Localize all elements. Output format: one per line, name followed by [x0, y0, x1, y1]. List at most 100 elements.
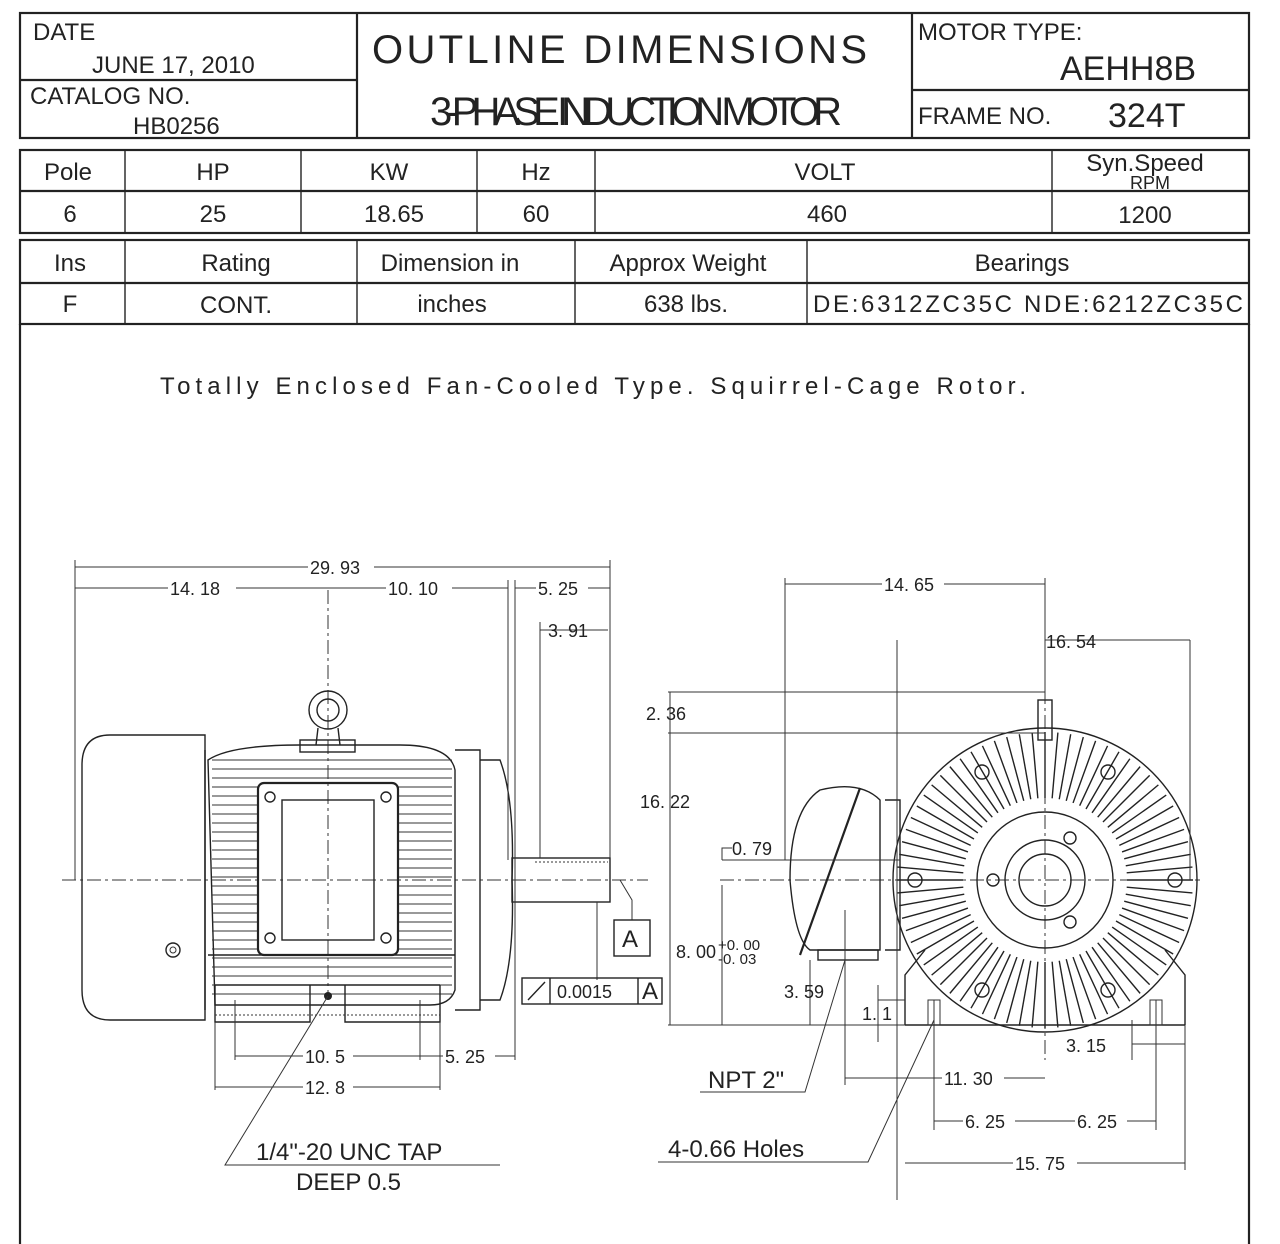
cooling-fin — [905, 907, 969, 932]
frame-label: FRAME NO. — [918, 103, 1051, 130]
cooling-fin — [1115, 920, 1174, 955]
catalog-label: CATALOG NO. — [30, 83, 190, 110]
tolerance-plus: +0. 00 — [718, 937, 760, 954]
cooling-fin — [981, 954, 1011, 1015]
value-dimension: inches — [417, 291, 486, 318]
dim-3-15: 3. 15 — [1066, 1036, 1106, 1056]
cooling-fin — [1058, 960, 1072, 1026]
cooling-fin — [1125, 893, 1191, 907]
cooling-fin — [1119, 816, 1180, 846]
cooling-fin — [939, 774, 988, 823]
cooling-fin — [1079, 954, 1109, 1015]
cooling-fin — [970, 751, 1005, 810]
runout-tolerance: 0.0015 — [557, 982, 612, 1002]
cooling-fin — [1097, 766, 1141, 818]
cooling-fin — [923, 926, 979, 966]
cooling-fin — [1091, 758, 1131, 814]
cooling-fin — [1125, 853, 1191, 867]
cooling-fin — [897, 886, 964, 894]
cooling-fin — [1107, 784, 1159, 828]
cooling-fin — [899, 893, 965, 907]
cooling-fin — [1085, 950, 1120, 1009]
dim-8-00: 8. 00 — [676, 942, 716, 962]
cooling-fin — [1126, 886, 1193, 894]
header-syn-speed: Syn.Speed — [1086, 150, 1203, 177]
header-bearings: Bearings — [975, 250, 1070, 277]
cooling-fin — [931, 932, 983, 976]
drawing-title: OUTLINE DIMENSIONS — [372, 28, 867, 72]
cooling-fin — [916, 805, 975, 840]
tolerance-minus: -0. 03 — [718, 951, 756, 968]
cooling-fin — [1018, 960, 1032, 1026]
header-hz: Hz — [521, 159, 550, 186]
cooling-fin — [905, 828, 969, 853]
runout-icon — [527, 981, 546, 1001]
value-rpm: 1200 — [1118, 202, 1171, 229]
motor-type-label: MOTOR TYPE: — [918, 19, 1082, 46]
cooling-fin — [1111, 794, 1167, 834]
cooling-fin — [939, 937, 988, 986]
header-ins: Ins — [54, 250, 86, 277]
cooling-fin — [1065, 736, 1084, 801]
cooling-fin — [1018, 734, 1032, 800]
cooling-fin — [923, 794, 979, 834]
cooling-fin — [949, 766, 993, 818]
cooling-fin — [1124, 841, 1189, 860]
npt-note: NPT 2" — [708, 1067, 784, 1094]
specs-table-2: Ins Rating Dimension in Approx Weight Be… — [18, 238, 1251, 326]
cooling-fin — [970, 950, 1005, 1009]
cooling-fin — [949, 942, 993, 994]
cooling-fin — [993, 740, 1018, 804]
cooling-fin — [993, 956, 1018, 1020]
dim-2-36: 2. 36 — [646, 704, 686, 724]
dim-5-25-foot: 5. 25 — [445, 1047, 485, 1067]
date-label: DATE — [33, 19, 95, 46]
specs-table-1: Pole HP KW Hz VOLT Syn.Speed RPM 6 25 18… — [18, 148, 1251, 235]
date-value: JUNE 17, 2010 — [92, 52, 255, 79]
cooling-fin — [1107, 932, 1159, 976]
dim-10-5: 10. 5 — [305, 1047, 345, 1067]
value-pole: 6 — [63, 201, 76, 228]
dim-12-8: 12. 8 — [305, 1078, 345, 1098]
header-volt: VOLT — [795, 159, 856, 186]
cooling-fin — [1124, 900, 1189, 919]
cooling-fin — [901, 841, 966, 860]
cooling-fin — [910, 816, 971, 846]
cooling-fin — [1031, 961, 1039, 1028]
tap-note-line1: 1/4"-20 UNC TAP — [256, 1139, 442, 1166]
cooling-fin — [1121, 828, 1185, 853]
dim-6-25-left: 6. 25 — [965, 1112, 1005, 1132]
catalog-value: HB0256 — [133, 113, 220, 140]
header-kw: KW — [370, 159, 409, 186]
dim-5-25-shaft: 5. 25 — [538, 579, 578, 599]
dim-16-54: 16. 54 — [1046, 632, 1096, 652]
cooling-fin — [1102, 937, 1151, 986]
cooling-fin — [1115, 805, 1174, 840]
header-rating: Rating — [201, 250, 270, 277]
drawing-subtitle: 3-PHASE INDUCTION MOTOR — [430, 90, 842, 134]
title-block: DATE JUNE 17, 2010 CATALOG NO. HB0256 OU… — [18, 11, 1251, 140]
runout-datum: A — [642, 978, 658, 1005]
dim-3-59: 3. 59 — [784, 982, 824, 1002]
header-pole: Pole — [44, 159, 92, 186]
cooling-fin — [1006, 736, 1025, 801]
cooling-fin — [1006, 959, 1025, 1024]
cooling-fin — [1051, 732, 1059, 799]
dim-14-65: 14. 65 — [884, 575, 934, 595]
dim-16-22: 16. 22 — [640, 792, 690, 812]
dim-1-1: 1. 1 — [862, 1004, 892, 1024]
dim-11-30: 11. 30 — [944, 1069, 993, 1089]
header-rpm: RPM — [1130, 173, 1170, 193]
cooling-fin — [1097, 942, 1141, 994]
cooling-fin — [910, 914, 971, 944]
cooling-fin — [981, 745, 1011, 806]
cooling-fin — [959, 758, 999, 814]
header-dimension: Dimension in — [381, 250, 520, 277]
cooling-fin — [897, 866, 964, 874]
cooling-fin — [899, 853, 965, 867]
header-weight: Approx Weight — [610, 250, 767, 277]
cooling-fin — [1091, 946, 1131, 1002]
cooling-fin — [1031, 732, 1039, 799]
cooling-fin — [1072, 740, 1097, 804]
cooling-fin — [1072, 956, 1097, 1020]
